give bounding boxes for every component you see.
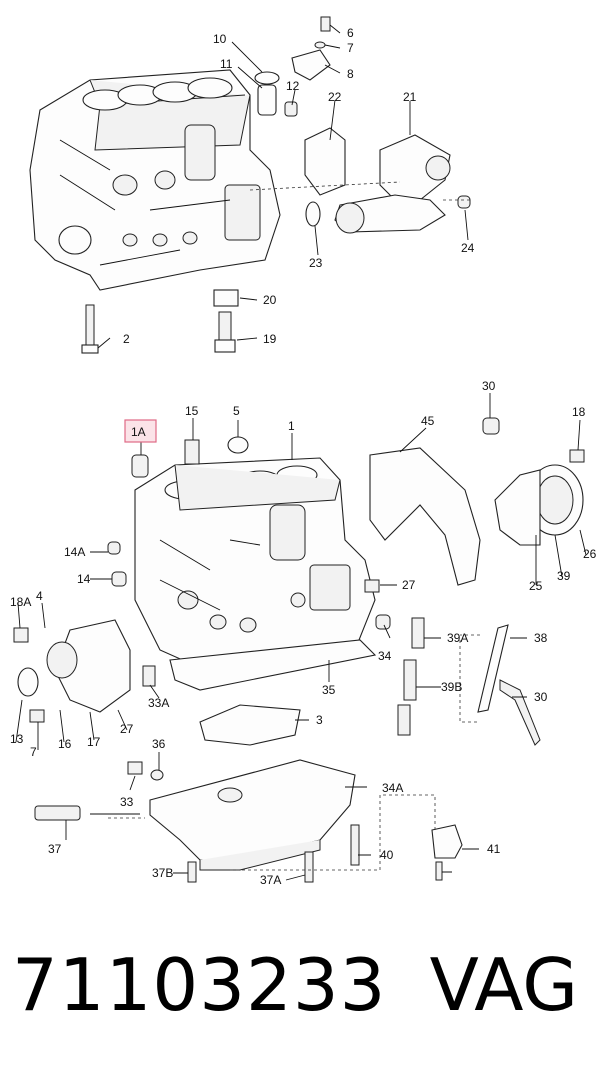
callout-label: 35 xyxy=(322,683,336,697)
callout-label: 22 xyxy=(328,90,342,104)
callout-label: 30 xyxy=(482,379,496,393)
callout-label: 1 xyxy=(288,419,295,433)
callout-label: 41 xyxy=(487,842,501,856)
callout-label: 21 xyxy=(403,90,417,104)
callout-label: 37A xyxy=(260,873,281,887)
callout-label: 39 xyxy=(557,569,571,583)
callout-label: 14A xyxy=(64,545,85,559)
callout-label: 27 xyxy=(402,578,416,592)
callout-label: 11 xyxy=(220,57,233,71)
callout-label: 39A xyxy=(447,631,468,645)
callout-label: 33A xyxy=(148,696,169,710)
callout-label: 23 xyxy=(309,256,323,270)
parts-diagram: 6 7 8 10 11 12 22 21 2 20 19 23 24 30 15… xyxy=(10,16,597,887)
callout-label-highlighted: 1A xyxy=(131,425,146,439)
callout-label: 18A xyxy=(10,595,31,609)
callout-label: 37B xyxy=(152,866,173,880)
callout-label: 26 xyxy=(583,547,597,561)
callout-label: 12 xyxy=(286,79,300,93)
callout-label: 7 xyxy=(347,41,354,55)
callout-label: 14 xyxy=(77,572,91,586)
callout-labels-top: 6 7 8 10 11 12 22 21 2 20 19 23 24 xyxy=(123,26,475,346)
callout-label: 40 xyxy=(380,848,394,862)
callout-labels-bottom: 30 15 5 1 45 18 1A 14A 14 27 18A 4 13 7 … xyxy=(10,379,597,887)
callout-label: 4 xyxy=(36,589,43,603)
callout-label: 34A xyxy=(382,781,403,795)
callout-label: 24 xyxy=(461,241,475,255)
callout-label: 16 xyxy=(58,737,72,751)
callout-label: 13 xyxy=(10,732,24,746)
upper-engine-block-drawing xyxy=(29,16,471,354)
brand-name: VAG xyxy=(429,943,578,1027)
callout-label: 7 xyxy=(30,745,37,759)
callout-label: 19 xyxy=(263,332,277,346)
highlighted-callout-box xyxy=(124,419,157,443)
callout-label: 20 xyxy=(263,293,277,307)
callout-label: 18 xyxy=(572,405,586,419)
callout-label: 37 xyxy=(48,842,62,856)
callout-label: 33 xyxy=(120,795,134,809)
callout-label: 25 xyxy=(529,579,543,593)
callout-label: 30 xyxy=(534,690,548,704)
callout-label: 2 xyxy=(123,332,130,346)
callout-label: 10 xyxy=(213,32,227,46)
callout-label: 27 xyxy=(120,722,134,736)
callout-label: 8 xyxy=(347,67,354,81)
lower-engine-block-drawing xyxy=(13,393,587,883)
part-number: 71103233 xyxy=(12,943,387,1027)
callout-label: 34 xyxy=(378,649,392,663)
callout-label: 45 xyxy=(421,414,435,428)
callout-label: 15 xyxy=(185,404,199,418)
callout-label: 5 xyxy=(233,404,240,418)
callout-label: 3 xyxy=(316,713,323,727)
callout-label: 38 xyxy=(534,631,548,645)
callout-label: 17 xyxy=(87,735,101,749)
callout-label: 6 xyxy=(347,26,354,40)
callout-label: 36 xyxy=(152,737,166,751)
callout-label: 39B xyxy=(441,680,462,694)
